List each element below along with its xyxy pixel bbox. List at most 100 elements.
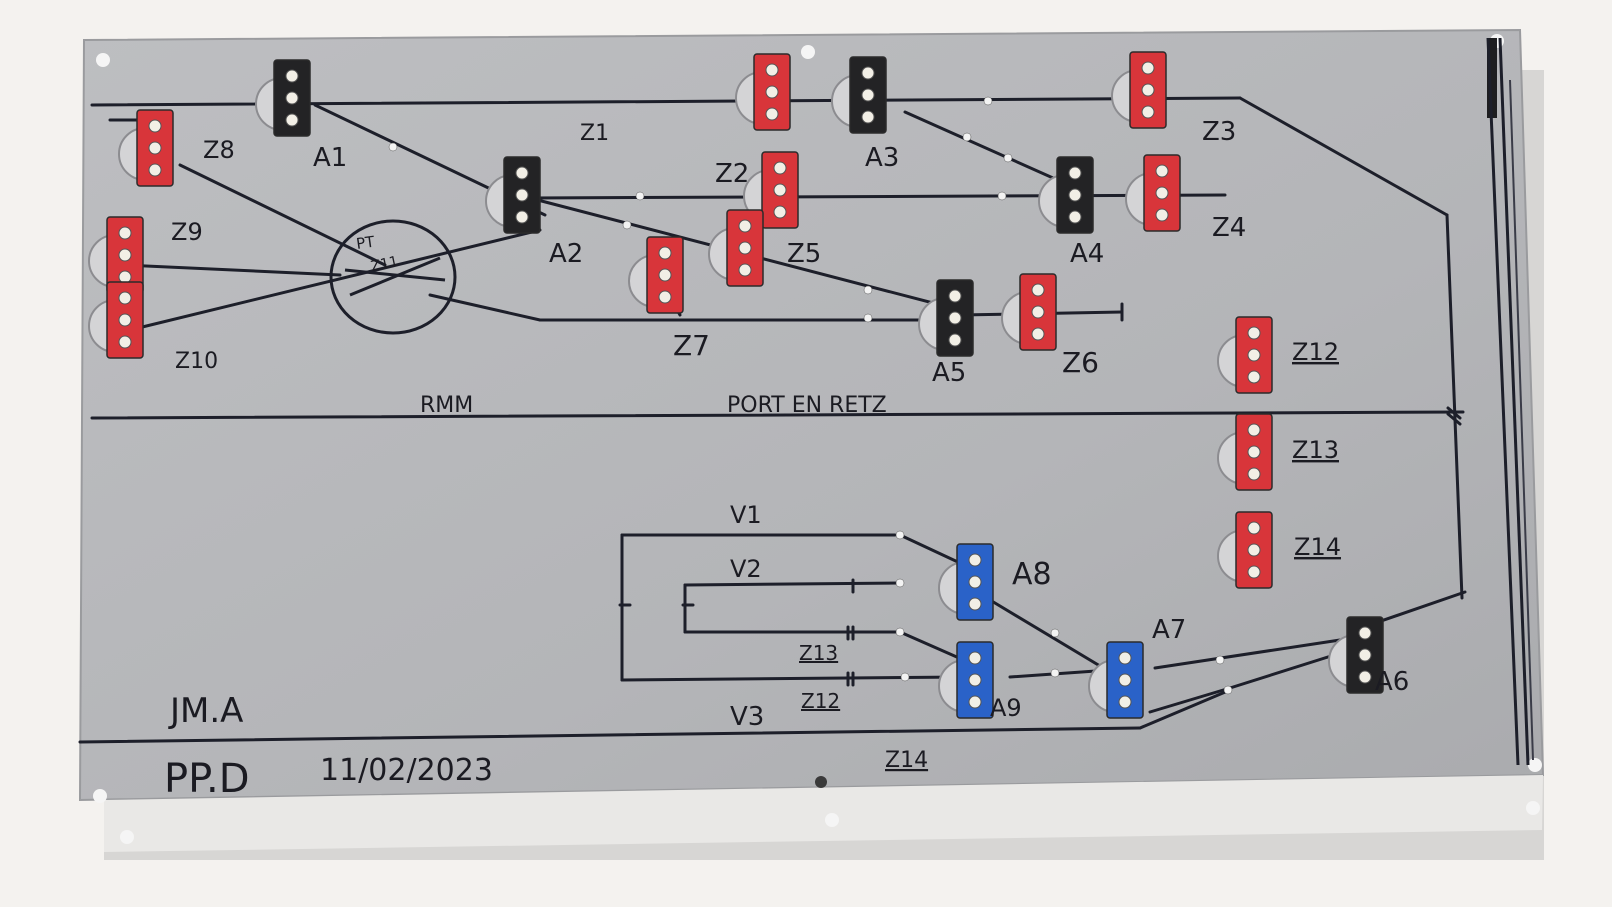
track-holes: [388, 96, 1233, 695]
switch-pin: [1068, 210, 1082, 224]
switch-pin: [118, 226, 132, 240]
switches-layer: [88, 51, 1384, 719]
label-pt: PT: [355, 232, 376, 252]
label-z12: Z12: [1292, 338, 1339, 366]
toggle-switch-a2[interactable]: [485, 156, 541, 234]
toggle-switch-z3[interactable]: [1111, 51, 1167, 129]
switch-pin: [738, 241, 752, 255]
label-z13: Z13: [1292, 436, 1339, 464]
toggle-switch-a5[interactable]: [918, 279, 974, 357]
switch-pin: [1247, 565, 1261, 579]
label-z8: Z8: [203, 136, 235, 164]
switch-pin: [285, 69, 299, 83]
switch-pin: [1358, 648, 1372, 662]
switch-pin: [773, 205, 787, 219]
switch-pin: [861, 110, 875, 124]
switch-pin: [658, 290, 672, 304]
label-z13-lower: Z13: [799, 641, 838, 665]
switch-pin: [118, 313, 132, 327]
switch-pin: [1141, 105, 1155, 119]
label-date: 11/02/2023: [320, 753, 493, 788]
label-z5: Z5: [787, 239, 821, 269]
label-z2: Z2: [715, 159, 749, 189]
label-a4: A4: [1070, 239, 1104, 269]
mounting-holes: [93, 34, 1542, 844]
label-z12-lower: Z12: [801, 689, 840, 713]
label-a1: A1: [313, 143, 347, 173]
toggle-switch-z2[interactable]: [743, 151, 799, 229]
switch-pin: [1141, 83, 1155, 97]
label-author: JM.A: [168, 691, 243, 731]
panel-back-strip: [104, 775, 1543, 852]
toggle-switch-z14[interactable]: [1217, 511, 1273, 589]
switch-pin: [1247, 370, 1261, 384]
switch-pin: [1141, 61, 1155, 75]
label-z6: Z6: [1062, 346, 1099, 379]
label-z14: Z14: [1294, 533, 1341, 561]
toggle-switch-a1[interactable]: [255, 59, 311, 137]
label-z10: Z10: [175, 349, 218, 374]
track-lines: [78, 96, 1467, 744]
toggle-switch-z8[interactable]: [118, 109, 174, 187]
switch-pin: [738, 263, 752, 277]
switch-pin: [765, 85, 779, 99]
label-z4: Z4: [1212, 213, 1246, 243]
label-a7: A7: [1152, 615, 1186, 645]
toggle-switch-z4[interactable]: [1125, 154, 1181, 232]
switch-pin: [285, 91, 299, 105]
label-a6: A6: [1375, 667, 1409, 697]
turntable-pt-z11: [329, 219, 457, 335]
switch-pin: [861, 66, 875, 80]
switch-pin: [118, 248, 132, 262]
switch-pin: [118, 335, 132, 349]
toggle-switch-a3[interactable]: [831, 56, 887, 134]
toggle-switch-z1[interactable]: [735, 53, 791, 131]
toggle-switch-z12[interactable]: [1217, 316, 1273, 394]
switch-pin: [515, 166, 529, 180]
switch-pin: [1118, 651, 1132, 665]
label-rmm: RMM: [420, 393, 473, 418]
switch-pin: [861, 88, 875, 102]
switch-pin: [1155, 208, 1169, 222]
switch-pin: [765, 107, 779, 121]
toggle-switch-z9[interactable]: [88, 216, 144, 294]
label-port-en-retz: PORT EN RETZ: [727, 393, 887, 418]
switch-pin: [1118, 673, 1132, 687]
toggle-switch-a9[interactable]: [938, 641, 994, 719]
label-a8: A8: [1012, 557, 1052, 592]
label-a2: A2: [549, 239, 583, 269]
switch-pin: [968, 695, 982, 709]
switch-pin: [968, 597, 982, 611]
toggle-switch-a4[interactable]: [1038, 156, 1094, 234]
switch-pin: [285, 113, 299, 127]
label-z11: Z11: [370, 254, 400, 275]
switch-pin: [1031, 327, 1045, 341]
label-z1: Z1: [580, 121, 609, 146]
switch-pin: [515, 188, 529, 202]
label-z9: Z9: [171, 218, 203, 246]
label-v1: V1: [730, 501, 762, 529]
label-z7: Z7: [673, 329, 710, 362]
labels-layer: Z8 A1 Z9 Z10 PT Z11 Z1 A2 Z2 Z5 Z7 A3 Z3…: [164, 117, 1409, 802]
toggle-switch-z6[interactable]: [1001, 273, 1057, 351]
switch-pin: [1118, 695, 1132, 709]
switch-pin: [1247, 543, 1261, 557]
switch-pin: [1031, 283, 1045, 297]
toggle-switch-z5[interactable]: [708, 209, 764, 287]
switch-pin: [738, 219, 752, 233]
toggle-switch-z10[interactable]: [88, 281, 144, 359]
switch-pin: [1247, 467, 1261, 481]
toggle-switch-a8[interactable]: [938, 543, 994, 621]
switch-pin: [148, 141, 162, 155]
toggle-switch-z13[interactable]: [1217, 413, 1273, 491]
switch-pin: [948, 311, 962, 325]
switch-pin: [1358, 626, 1372, 640]
toggle-switch-a7[interactable]: [1088, 641, 1144, 719]
switch-pin: [658, 268, 672, 282]
switch-pin: [1247, 326, 1261, 340]
toggle-switch-z7[interactable]: [628, 236, 684, 314]
label-z14-lower: Z14: [885, 748, 928, 773]
switch-pin: [148, 163, 162, 177]
toggle-switch-a6[interactable]: [1328, 616, 1384, 694]
